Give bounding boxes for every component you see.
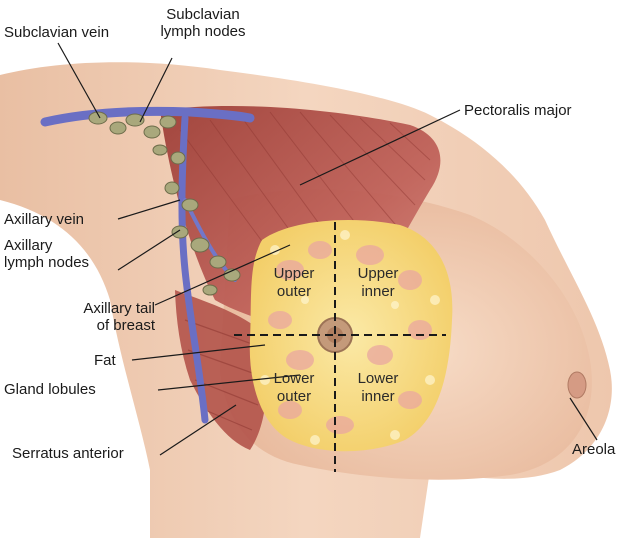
quadrant-lower-inner-line2: inner (346, 388, 410, 406)
label-serratus-anterior: Serratus anterior (12, 445, 124, 462)
quadrant-upper-inner-line1: Upper (346, 265, 410, 283)
label-axillary-tail-line1: Axillary tail (20, 300, 155, 317)
nipple (568, 372, 586, 398)
label-pectoralis-major: Pectoralis major (464, 102, 572, 119)
label-axillary-nodes-line2: lymph nodes (4, 254, 89, 271)
label-axillary-nodes-line1: Axillary (4, 237, 89, 254)
quadrant-lower-inner-line1: Lower (346, 370, 410, 388)
label-axillary-lymph-nodes: Axillary lymph nodes (4, 237, 89, 271)
label-gland-lobules: Gland lobules (4, 381, 96, 398)
quadrant-upper-inner: Upper inner (346, 265, 410, 301)
quadrant-lower-outer-line2: outer (262, 388, 326, 406)
quadrant-upper-outer: Upper outer (262, 265, 326, 301)
label-axillary-tail: Axillary tail of breast (20, 300, 155, 334)
label-fat: Fat (94, 352, 116, 369)
label-subclavian-nodes-line2: lymph nodes (148, 23, 258, 40)
label-subclavian-lymph-nodes: Subclavian lymph nodes (148, 6, 258, 40)
quadrant-upper-outer-line1: Upper (262, 265, 326, 283)
quadrant-lower-outer-line1: Lower (262, 370, 326, 388)
label-subclavian-nodes-line1: Subclavian (148, 6, 258, 23)
quadrant-upper-outer-line2: outer (262, 283, 326, 301)
label-axillary-tail-line2: of breast (20, 317, 155, 334)
label-subclavian-vein: Subclavian vein (4, 24, 109, 41)
quadrant-lower-outer: Lower outer (262, 370, 326, 406)
label-axillary-vein: Axillary vein (4, 211, 84, 228)
label-areola: Areola (572, 441, 615, 458)
quadrant-upper-inner-line2: inner (346, 283, 410, 301)
quadrant-lower-inner: Lower inner (346, 370, 410, 406)
